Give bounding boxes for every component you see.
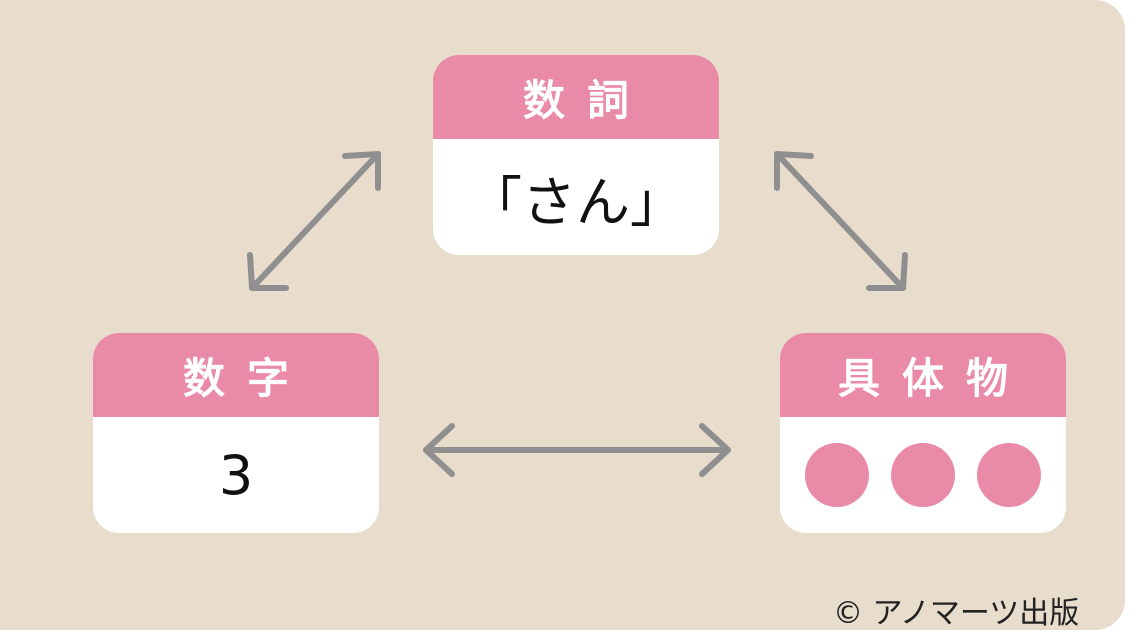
dot bbox=[977, 443, 1041, 507]
card-body: 3 bbox=[218, 443, 254, 507]
arrow-digit-numeral-word bbox=[247, 151, 381, 291]
copyright: © アノマーツ出版 bbox=[833, 596, 1080, 631]
dots-row bbox=[780, 417, 1066, 533]
arrow-numeral-word-objects bbox=[774, 151, 908, 291]
card-numeral-word: 数詞 「さん」 bbox=[433, 55, 719, 255]
card-title: 数字 bbox=[93, 333, 379, 417]
arrow-digit-objects bbox=[423, 423, 731, 477]
card-title: 数詞 bbox=[433, 55, 719, 139]
card-digit: 数字 3 bbox=[93, 333, 379, 533]
card-body: 「さん」 bbox=[468, 170, 684, 234]
card-title: 具体物 bbox=[780, 333, 1066, 417]
dot bbox=[805, 443, 869, 507]
card-concrete-objects: 具体物 bbox=[780, 333, 1066, 533]
dot bbox=[891, 443, 955, 507]
